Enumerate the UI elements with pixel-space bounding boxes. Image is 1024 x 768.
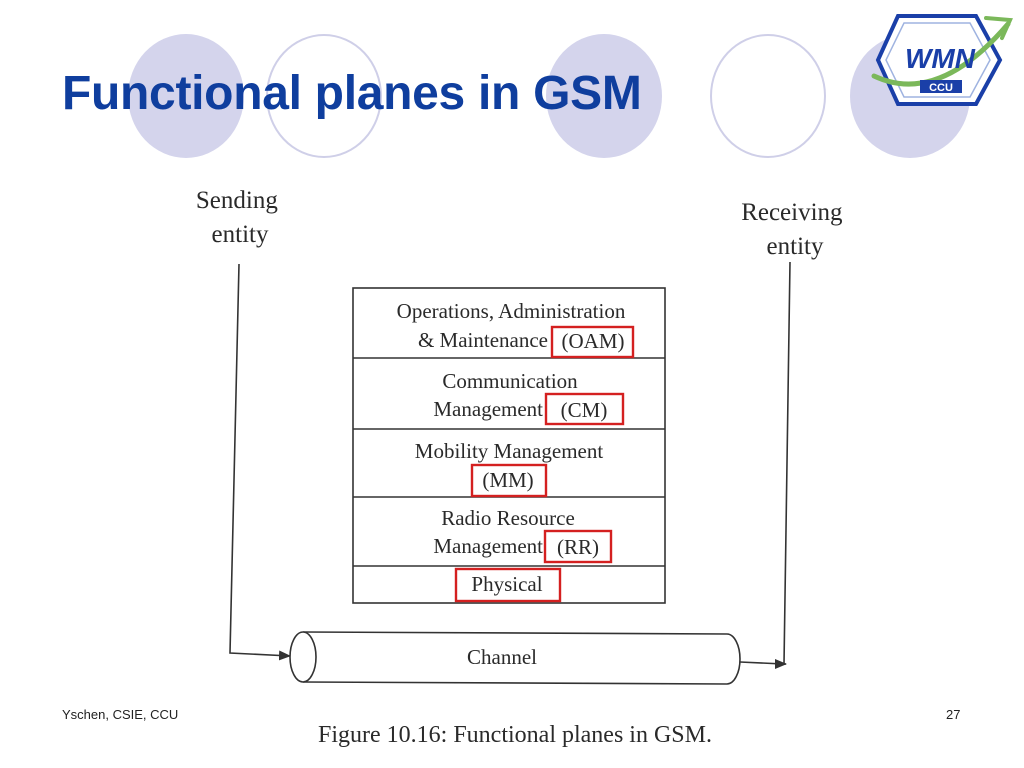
physical-highlight <box>454 567 562 603</box>
sending-arrow <box>229 263 291 661</box>
layer-oam-line2: & Maintenance <box>418 328 548 352</box>
decor-circle-1 <box>128 34 244 158</box>
page-number: 27 <box>946 707 961 722</box>
logo-main-text: WMN <box>905 43 976 74</box>
slide-title: Functional planes in GSM <box>62 67 642 120</box>
layer-rr-abbr: (RR) <box>557 535 599 559</box>
wmn-logo: WMN CCU <box>871 14 1013 106</box>
layer-cm-line2: Management <box>433 397 543 421</box>
layer-rr-line1: Radio Resource <box>441 506 575 530</box>
receiving-entity-label: Receiving entity <box>741 199 849 260</box>
decor-circle-2 <box>546 34 662 158</box>
cm-highlight <box>544 392 625 426</box>
layer-rr-line2: Management <box>433 534 543 558</box>
layer-mm-line1: Mobility Management <box>415 439 604 463</box>
footer-author: Yschen, CSIE, CCU <box>62 707 179 722</box>
decor-ring-2 <box>710 34 826 158</box>
receiving-arrow <box>739 261 791 665</box>
layer-oam-abbr: (OAM) <box>562 329 625 353</box>
channel-cylinder <box>289 631 741 685</box>
figure-caption: Figure 10.16: Functional planes in GSM. <box>318 722 712 748</box>
layer-cm-line1: Communication <box>442 369 578 393</box>
decor-ring-1 <box>266 34 382 158</box>
oam-highlight <box>550 325 635 359</box>
layer-cm-abbr: (CM) <box>561 398 608 422</box>
layer-physical: Physical <box>471 572 542 596</box>
rr-highlight <box>543 529 613 564</box>
mm-highlight <box>470 463 548 498</box>
layer-oam-line1: Operations, Administration <box>397 299 626 323</box>
layer-mm-abbr: (MM) <box>482 468 533 492</box>
channel-label: Channel <box>467 645 537 669</box>
sending-entity-label: Sending entity <box>196 187 284 248</box>
logo-sub-text: CCU <box>929 82 953 94</box>
